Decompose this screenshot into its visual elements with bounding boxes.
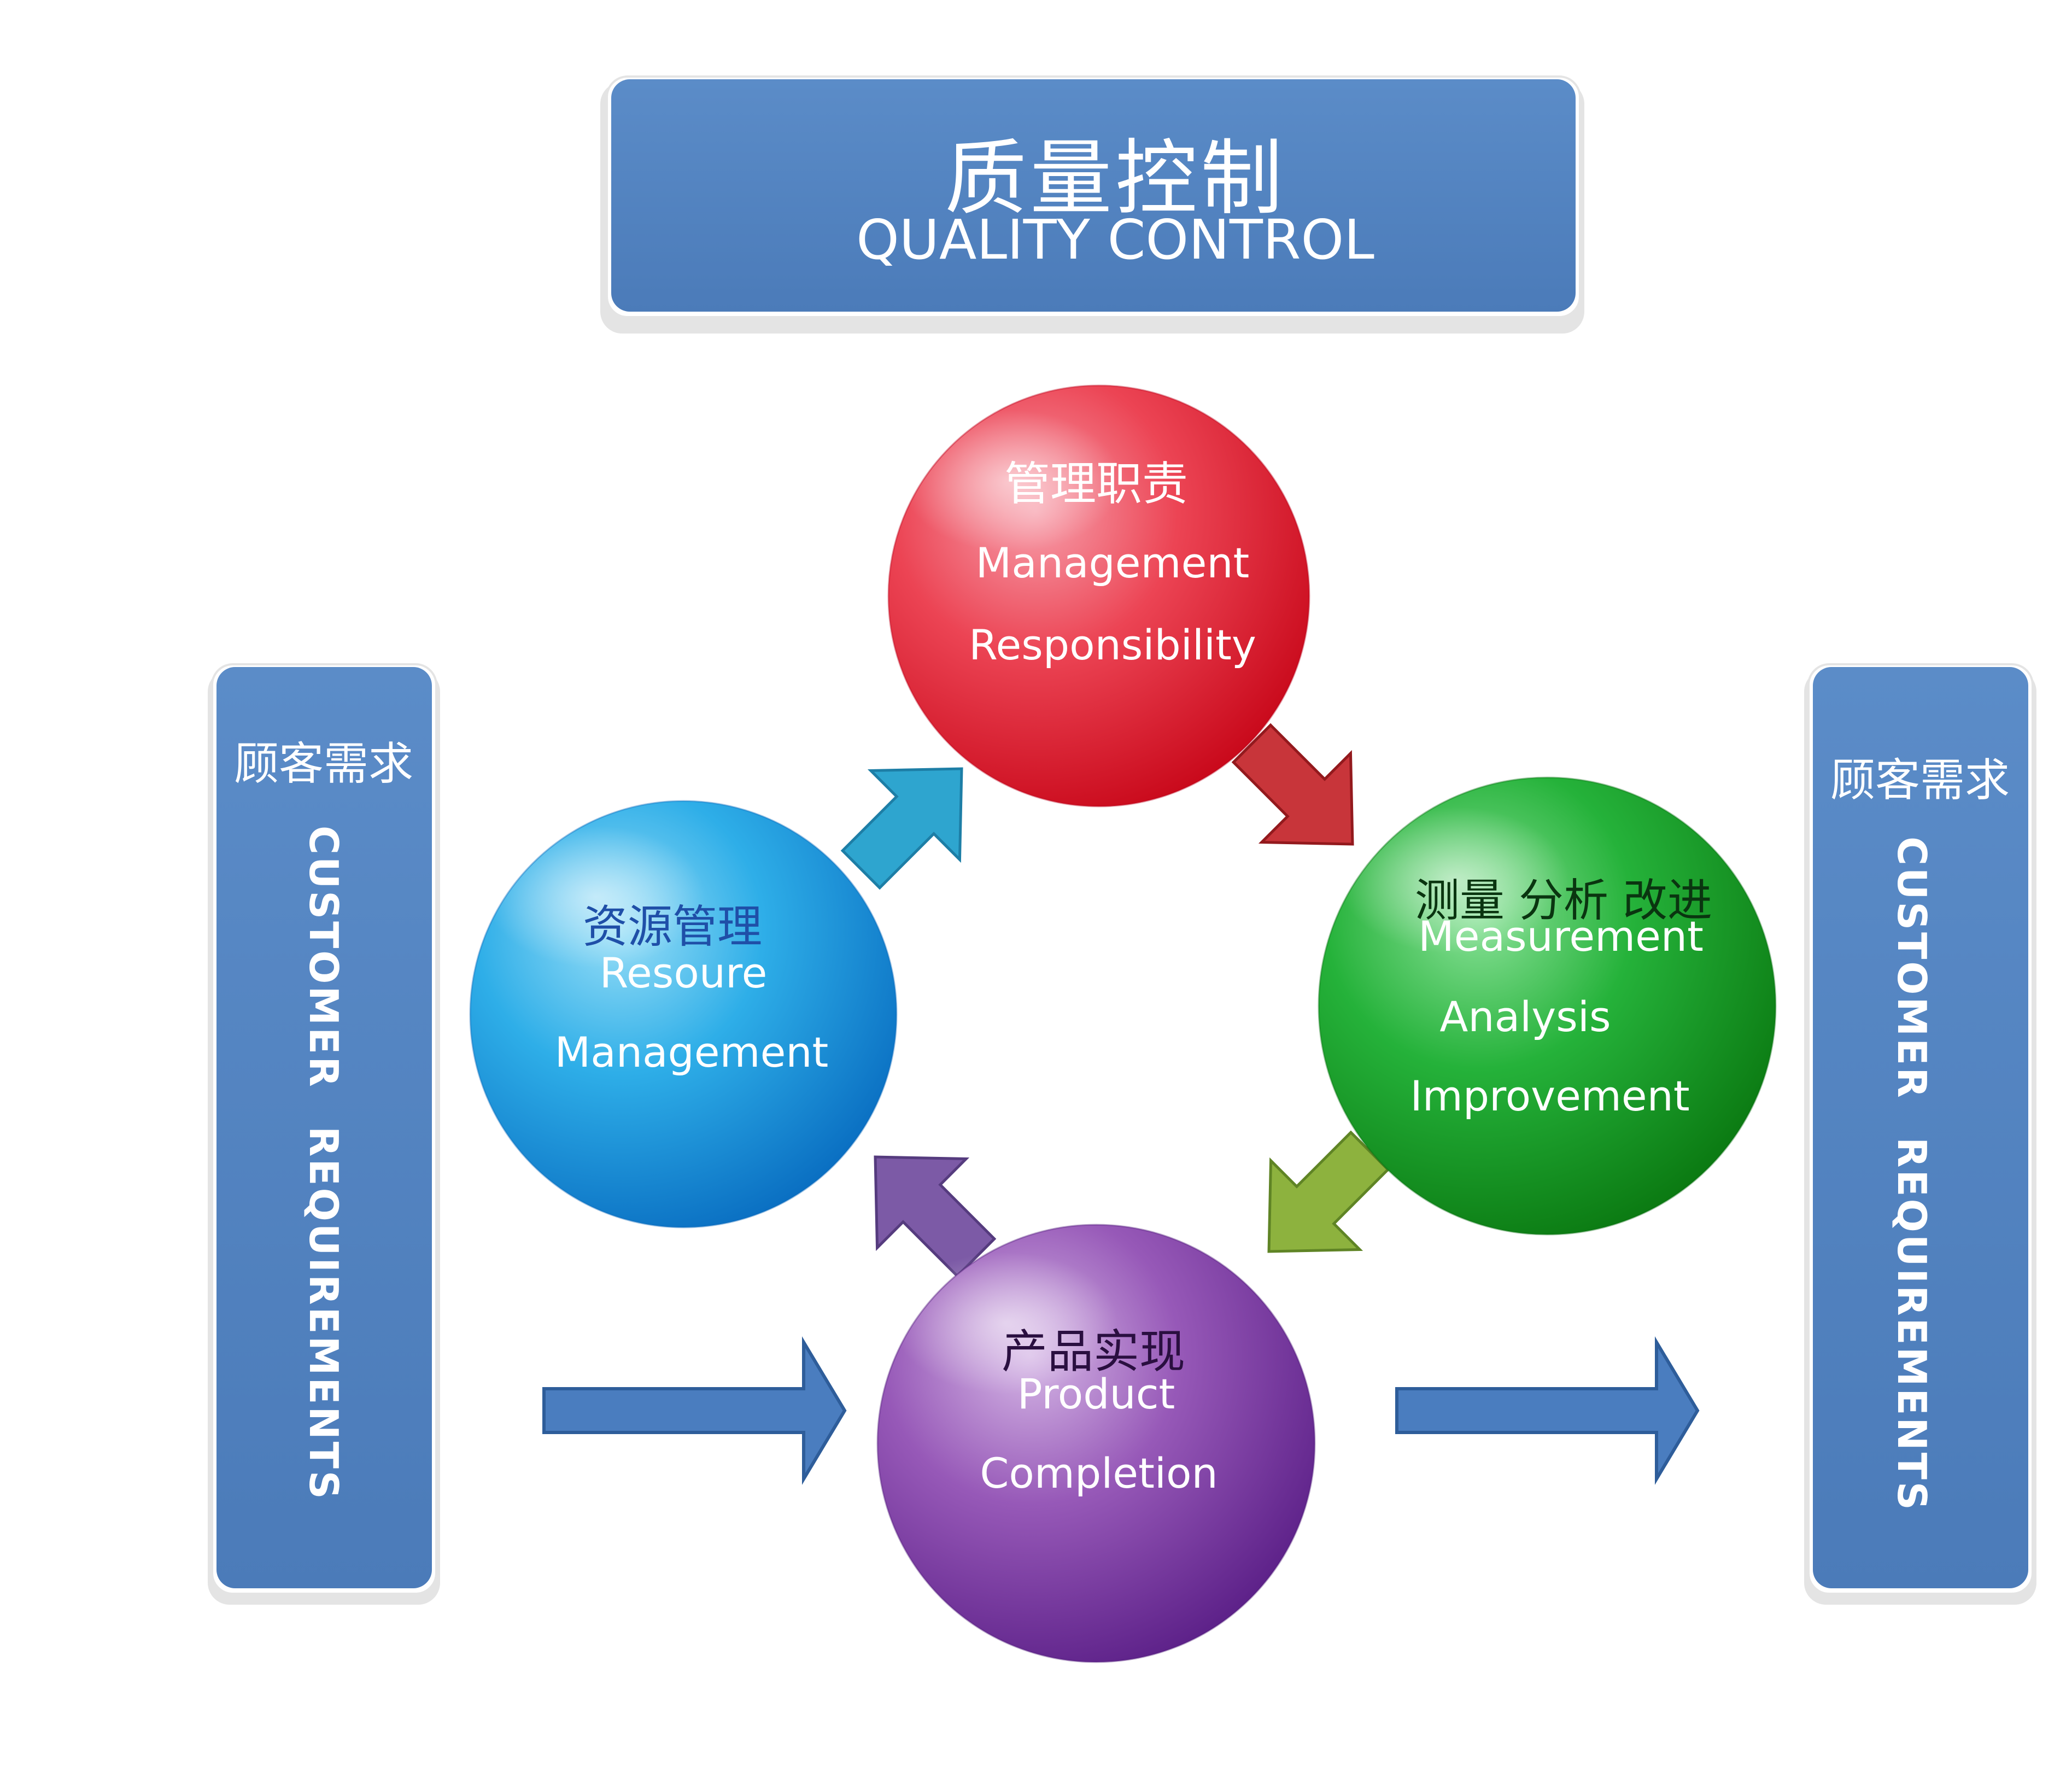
right-panel-zh: 顾客需求 bbox=[1830, 755, 2010, 806]
measurement-label-en-2: Analysis bbox=[1439, 992, 1611, 1041]
left-panel-zh: 顾客需求 bbox=[233, 738, 414, 790]
right-panel bbox=[1804, 663, 2036, 1605]
product-label-zh: 产品实现 bbox=[1001, 1325, 1186, 1378]
arrow-purple-up-left-icon bbox=[874, 1155, 997, 1278]
product-label-en-2: Completion bbox=[980, 1449, 1218, 1498]
management-label-zh: 管理职责 bbox=[1004, 457, 1189, 511]
arrow-red-down-right-icon bbox=[1231, 723, 1354, 846]
product-sphere bbox=[876, 1224, 1316, 1663]
arrow-green-down-left-icon bbox=[1267, 1130, 1390, 1253]
resource-sphere bbox=[469, 800, 898, 1229]
right-panel-en-1: CUSTOMER bbox=[1889, 837, 1935, 1100]
left-panel bbox=[208, 663, 440, 1605]
arrow-teal-up-right-icon bbox=[840, 767, 963, 890]
product-label-en-1: Product bbox=[1017, 1370, 1175, 1418]
flow-arrow-right bbox=[1395, 1336, 1700, 1485]
title-zh: 质量控制 bbox=[944, 131, 1286, 226]
title-en: QUALITY CONTROL bbox=[856, 208, 1374, 272]
left-panel-en-2: REQUIREMENTS bbox=[301, 1126, 347, 1501]
resource-label-zh: 资源管理 bbox=[582, 901, 763, 953]
resource-label-en-1: Resoure bbox=[599, 949, 768, 997]
measurement-label-en-3: Improvement bbox=[1410, 1072, 1690, 1120]
left-panel-en-1: CUSTOMER bbox=[301, 826, 347, 1089]
management-label-en-2: Responsibility bbox=[969, 621, 1256, 669]
management-label-en-1: Management bbox=[975, 539, 1250, 587]
measurement-label-zh: 测量 分析 改进 bbox=[1414, 875, 1713, 927]
resource-label-en-2: Management bbox=[554, 1028, 829, 1077]
title-banner bbox=[600, 75, 1584, 334]
measurement-label-en-1: Measurement bbox=[1418, 912, 1704, 961]
management-sphere bbox=[887, 384, 1310, 808]
right-panel-en-2: REQUIREMENTS bbox=[1889, 1137, 1935, 1512]
flow-arrow-left bbox=[542, 1336, 847, 1485]
measurement-sphere bbox=[1318, 776, 1777, 1236]
